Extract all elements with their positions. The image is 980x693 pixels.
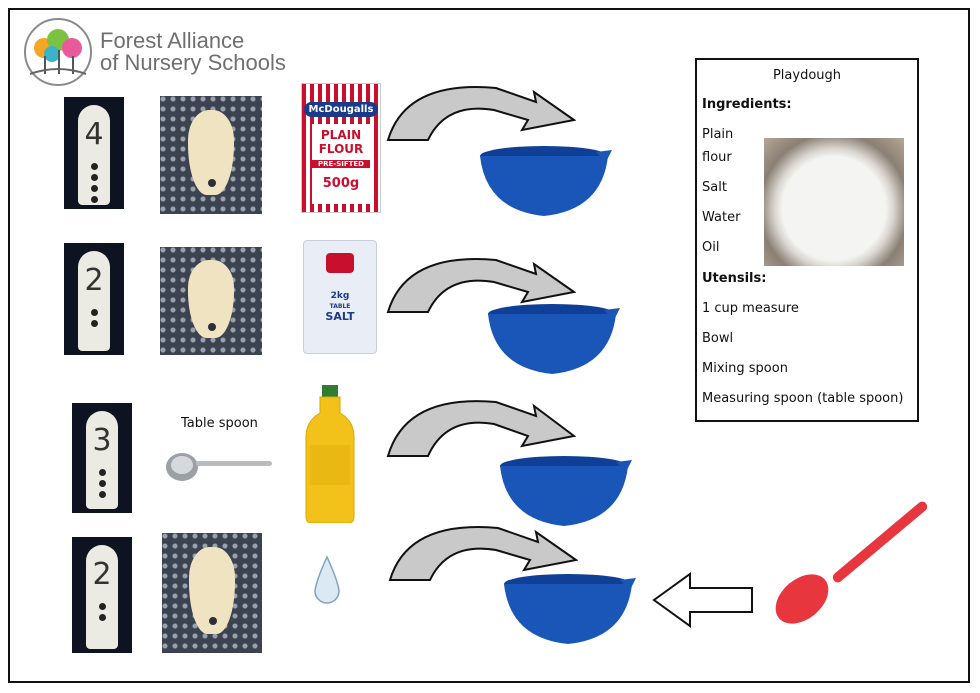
tablespoon-caption: Table spoon [181,416,258,431]
ingredient-item: Plain [702,127,734,142]
curved-arrow-icon-2 [386,258,576,313]
utensil-item: Bowl [702,331,734,346]
braille-dots [78,163,110,203]
utensil-item: Mixing spoon [702,361,788,376]
bowl-icon-2 [488,304,620,374]
logo-line-2: of Nursery Schools [100,50,286,75]
tablespoon-icon [166,453,272,481]
bowl-icon-1 [480,146,612,216]
curved-arrow-icon-4 [388,526,578,581]
number-digit: 2 [92,557,112,592]
ingredient-item: flour [702,150,732,165]
ingredient-item: Salt [702,180,727,195]
braille-dots [78,309,110,327]
bowl-icon-3 [500,456,632,526]
tree-logo-icon [24,18,92,86]
braille-dots [86,603,118,621]
flour-weight: 500g [322,176,360,191]
logo-text: Forest Alliance of Nursery Schools [100,30,286,74]
number-digit: 2 [84,263,104,298]
cup-hole-icon [209,617,217,625]
oil-bottle-icon [305,385,355,523]
left-arrow-icon [652,572,753,628]
water-drop-icon [314,555,340,604]
playdough-photo [764,138,904,266]
page-frame [8,8,970,683]
ingredient-item: Water [702,210,741,225]
cup-measure-photo-1 [160,96,262,214]
utensil-item: Measuring spoon (table spoon) [702,391,904,406]
mixing-spoon-icon [775,501,928,624]
salt-label-table: TABLE [329,303,351,310]
salt-label-salt: SALT [325,310,355,323]
number-card-4: 2 [72,537,132,653]
logo [22,18,94,86]
cup-hole-icon [207,178,216,187]
flour-bag: McDougalls PLAIN FLOUR PRE-SIFTED 500g [301,83,381,213]
cup-hole-icon [207,322,216,331]
ingredient-item: Oil [702,240,720,255]
number-digit: 4 [84,117,104,152]
salt-logo-icon [326,253,354,273]
number-card-1: 4 [64,97,124,209]
recipe-title: Playdough [772,68,842,83]
utensil-item: 1 cup measure [702,301,799,316]
flour-label-presifted: PRE-SIFTED [312,160,370,168]
curved-arrow-icon-3 [386,400,576,457]
utensils-heading: Utensils: [702,271,767,286]
salt-weight: 2kg [330,291,350,301]
salt-bag: 2kg TABLE SALT [303,240,377,354]
logo-line-1: Forest Alliance [100,28,245,53]
flour-label-plain: PLAIN [320,128,362,142]
braille-dots [86,469,118,498]
curved-arrow-icon-1 [386,86,576,141]
flour-brand: McDougalls [304,102,378,117]
bowl-icon-4 [504,574,636,644]
number-digit: 3 [92,423,112,458]
ingredients-heading: Ingredients: [702,97,792,112]
flour-label-flour: FLOUR [318,142,364,156]
cup-measure-photo-2 [160,247,262,355]
number-card-2: 2 [64,243,124,355]
cup-measure-photo-4 [162,533,262,653]
number-card-3: 3 [72,403,132,513]
